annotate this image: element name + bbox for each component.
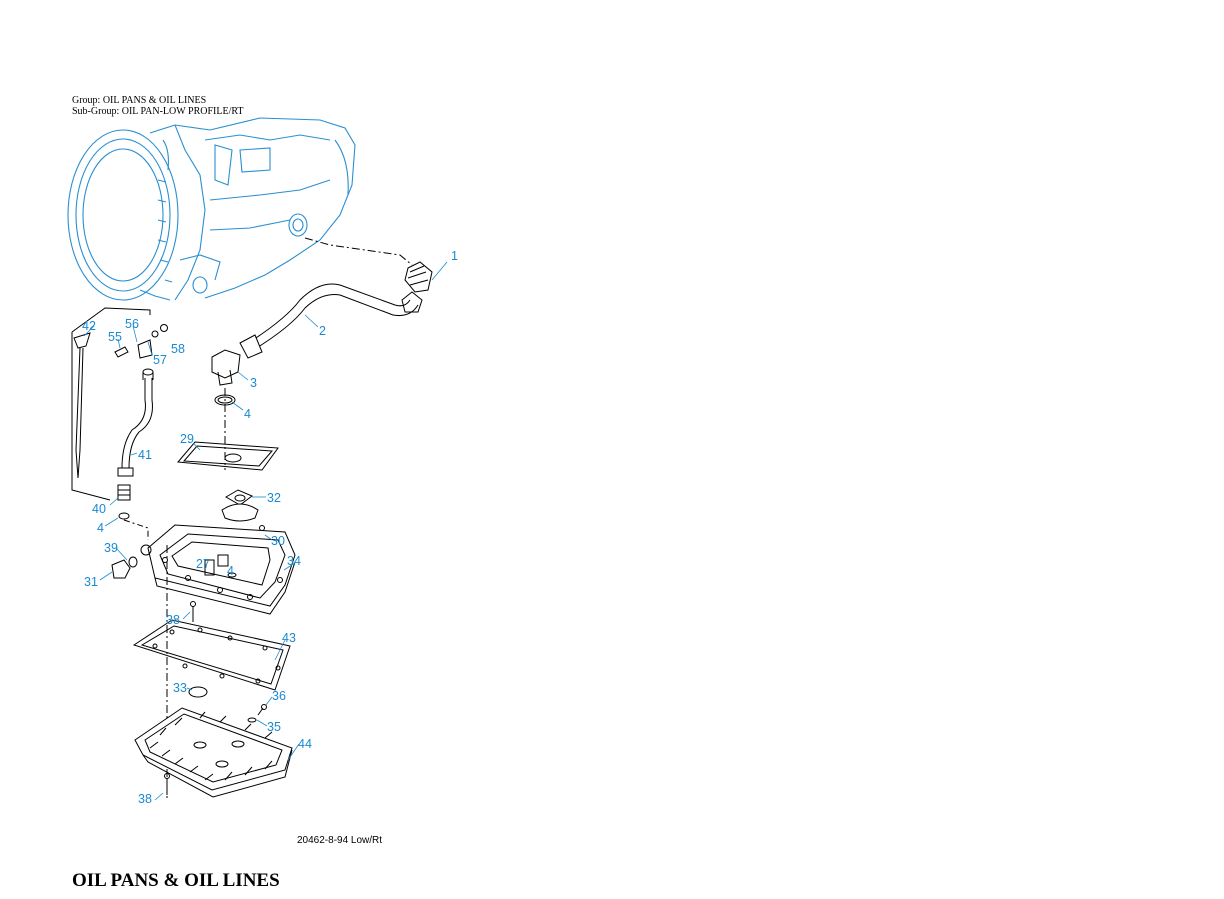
callout-38-b: 38 <box>138 792 152 806</box>
parts-exploded-diagram: 1 2 3 4 29 32 30 34 27 4 42 56 55 57 58 … <box>67 117 458 806</box>
callout-57: 57 <box>153 353 167 367</box>
callout-38: 38 <box>166 613 180 627</box>
callout-labels: 1 2 3 4 29 32 30 34 27 4 42 56 55 57 58 … <box>82 249 458 806</box>
callout-30: 30 <box>271 534 285 548</box>
figure-caption: 20462-8-94 Low/Rt <box>297 835 383 846</box>
sub-group-label: Sub-Group: OIL PAN-LOW PROFILE/RT <box>72 106 244 117</box>
callout-33: 33 <box>173 681 187 695</box>
callout-leaders <box>83 261 448 801</box>
callout-4: 4 <box>244 407 251 421</box>
callout-55: 55 <box>108 330 122 344</box>
callout-34: 34 <box>287 554 301 568</box>
callout-1: 1 <box>451 249 458 263</box>
callout-58: 58 <box>171 342 185 356</box>
group-label: Group: OIL PANS & OIL LINES <box>72 95 207 106</box>
callout-42: 42 <box>82 319 96 333</box>
callout-39: 39 <box>104 541 118 555</box>
callout-43: 43 <box>282 631 296 645</box>
callout-31: 31 <box>84 575 98 589</box>
callout-4-c: 4 <box>97 521 104 535</box>
callout-40: 40 <box>92 502 106 516</box>
callout-41: 41 <box>138 448 152 462</box>
callout-2: 2 <box>319 324 326 338</box>
callout-3: 3 <box>250 376 257 390</box>
callout-32: 32 <box>267 491 281 505</box>
callout-36: 36 <box>272 689 286 703</box>
callout-27: 27 <box>196 557 210 571</box>
callout-4-b: 4 <box>227 564 234 578</box>
callout-44: 44 <box>298 737 312 751</box>
transmission-housing <box>67 117 356 301</box>
callout-56: 56 <box>125 317 139 331</box>
callout-35: 35 <box>267 720 281 734</box>
page-title: OIL PANS & OIL LINES <box>72 870 280 891</box>
callout-29: 29 <box>180 432 194 446</box>
